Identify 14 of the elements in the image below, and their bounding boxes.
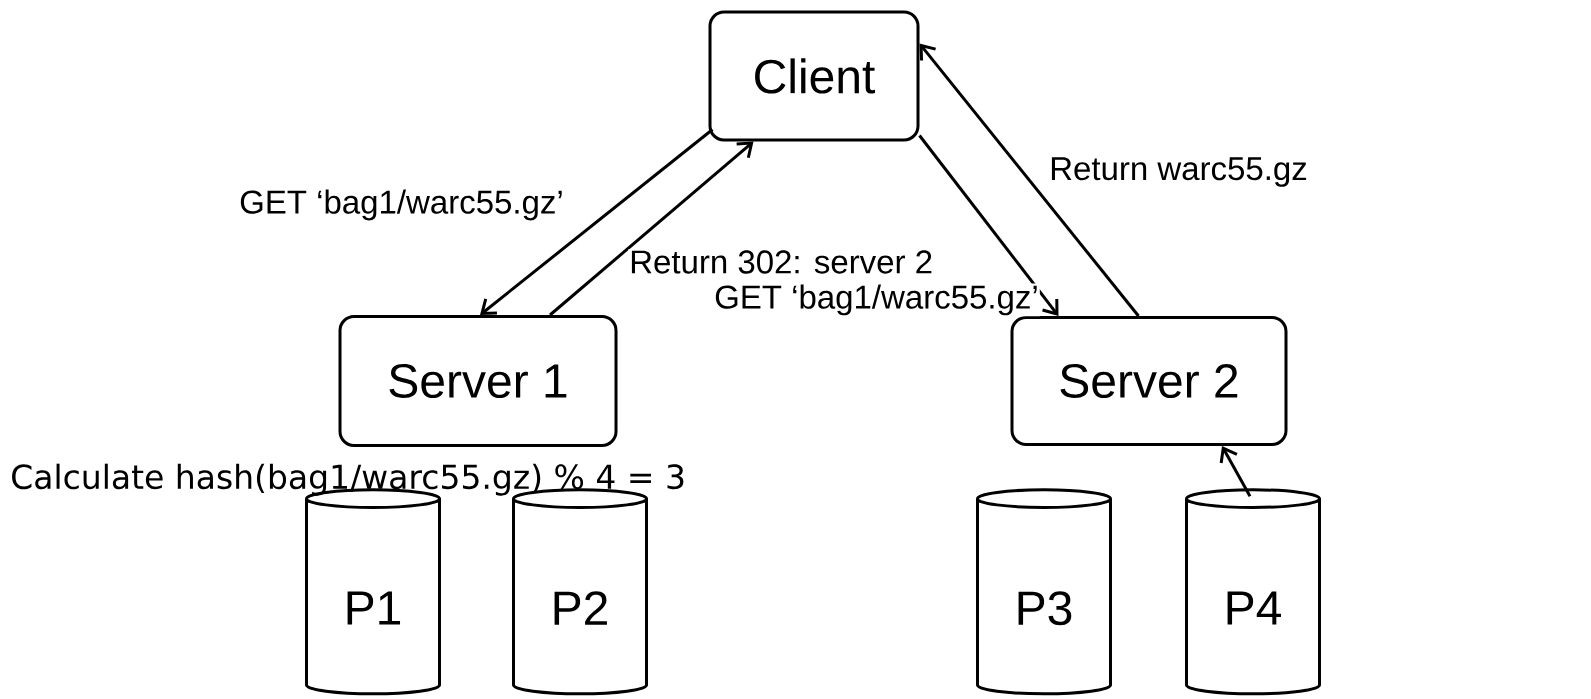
edge-label: GET ‘bag1/warc55.gz’	[713, 283, 1040, 317]
server-box: Server 2	[1010, 316, 1288, 446]
edge-label: Return warc55.gz	[1048, 156, 1309, 188]
arrow	[549, 141, 754, 317]
arrow	[918, 134, 1059, 316]
server-box: Client	[708, 10, 920, 142]
arrow	[919, 43, 1140, 317]
edge-label: Return 302: server 2	[628, 249, 935, 275]
arrow	[480, 128, 714, 315]
database-cylinder: P3	[976, 488, 1112, 696]
server-box: Server 1	[338, 315, 618, 447]
database-cylinder: P4	[1185, 488, 1321, 696]
edge-label: GET ‘bag1/warc55.gz’	[238, 188, 565, 222]
arrow	[1219, 446, 1252, 498]
